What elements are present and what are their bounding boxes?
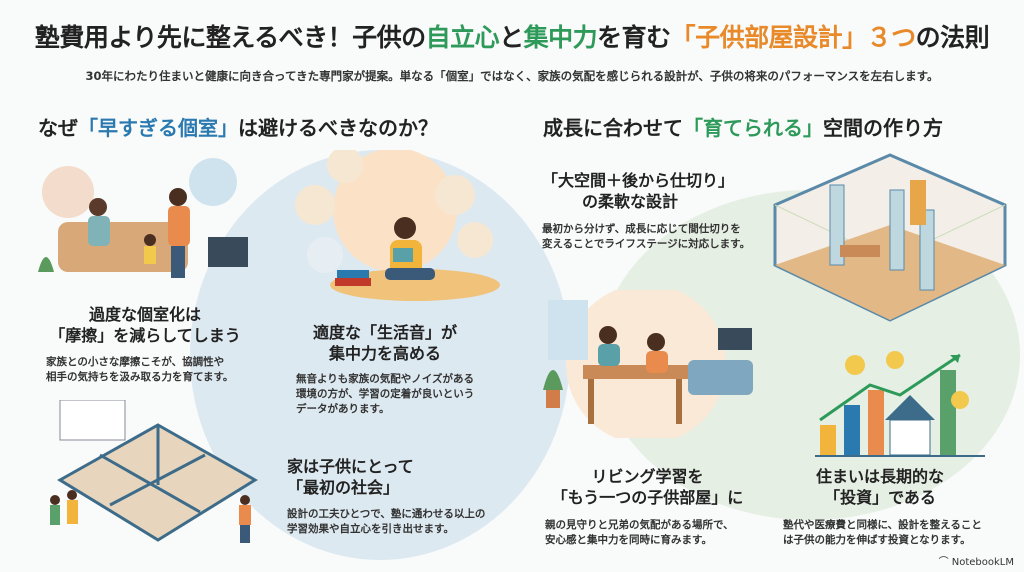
- page-subtitle: 30年にわたり住まいと健康に向き合ってきた専門家が提案。単なる「個室」ではなく、…: [85, 69, 939, 83]
- card-first-society: 家は子供にとって 「最初の社会」 設計の工夫ひとつで、塾に通わせる以上の 学習効…: [287, 457, 486, 535]
- card-flexible-design: 「大空間＋後から仕切り」 の柔軟な設計 最初から分けず、成長に応じて間仕切りを …: [542, 171, 751, 250]
- card-living-study: リビング学習を 「もう一つの子供部屋」に: [530, 466, 765, 508]
- house-floorplan-illustration: [50, 400, 258, 543]
- card-title: の柔軟な設計: [582, 192, 679, 211]
- card-excessive-private-room: 過度な個室化は 「摩擦」を減らしてしまう: [30, 304, 260, 346]
- card-moderate-noise: 適度な「生活音」が 集中力を高める: [280, 322, 490, 364]
- flexible-room-illustration: [773, 153, 1007, 322]
- card-title: 「大空間＋後から仕切り」: [542, 171, 735, 190]
- card-title: 「もう一つの子供部屋」に: [551, 488, 744, 507]
- card-body-moderate-noise: 無音よりも家族の気配やノイズがある 環境の方が、学習の定着が良いという データが…: [296, 373, 475, 415]
- investment-growth-illustration: [815, 351, 985, 457]
- family-living-room-illustration: [38, 158, 248, 278]
- card-body-excessive-private-room: 家族との小さな摩擦こそが、協調性や 相手の気持ちを汲み取る力を育てます。: [46, 356, 234, 383]
- card-investment: 住まいは長期的な 「投資」である: [780, 466, 980, 508]
- card-title: 「最初の社会」: [287, 478, 400, 497]
- card-body-living-study: 親の見守りと兄弟の気配がある場所で、 安心感と集中力を同時に育みます。: [545, 519, 734, 546]
- page-title: 塾費用より先に整えるべき！子供の自立心と集中力を育む「子供部屋設計」３つの法則: [34, 23, 990, 52]
- card-title: 住まいは長期的な: [815, 467, 944, 486]
- card-title: 「投資」である: [824, 488, 936, 507]
- right-section-heading: 成長に合わせて「育てられる」空間の作り方: [543, 116, 943, 140]
- notebooklm-logo-icon: ⌒: [938, 557, 952, 568]
- left-section-heading: なぜ「早すぎる個室」は避けるべきなのか？: [38, 116, 438, 140]
- living-study-illustration: [543, 290, 753, 438]
- card-title: 集中力を高める: [328, 344, 441, 363]
- card-body-investment: 塾代や医療費と同様に、設計を整えること は子供の能力を伸ばす投資となります。: [783, 519, 982, 546]
- notebooklm-watermark: ⌒ NotebookLM: [938, 557, 1014, 568]
- card-title: 過度な個室化は: [88, 305, 201, 324]
- card-title: 「摩擦」を減らしてしまう: [49, 326, 241, 345]
- card-title: 家は子供にとって: [287, 457, 414, 476]
- card-title: 適度な「生活音」が: [312, 323, 457, 342]
- card-title: リビング学習を: [591, 467, 704, 486]
- child-reading-illustration: [295, 150, 500, 301]
